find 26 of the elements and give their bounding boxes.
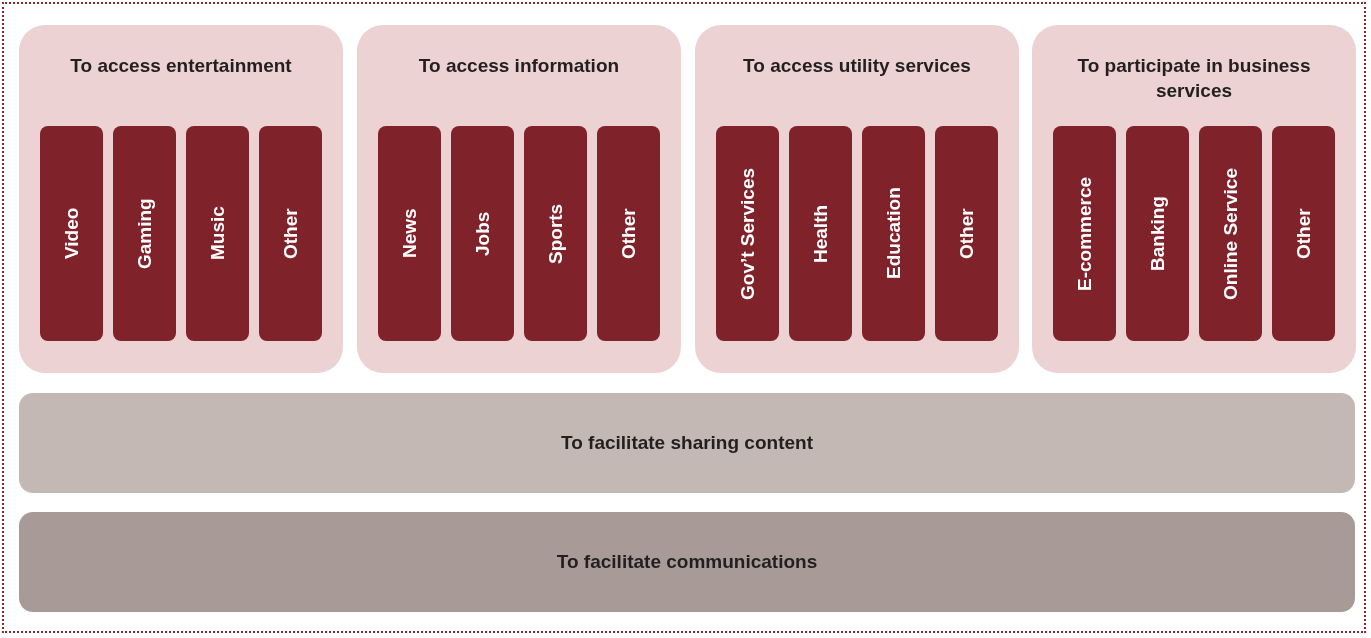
- group-heading: To participate in business services: [1076, 54, 1312, 103]
- category-bar: Other: [1272, 126, 1335, 341]
- category-bar: Health: [789, 126, 852, 341]
- category-bar: Sports: [524, 126, 587, 341]
- group-panel: [19, 25, 343, 373]
- group-panel: [695, 25, 1019, 373]
- category-bar: Gaming: [113, 126, 176, 341]
- group-heading: To access information: [417, 54, 621, 78]
- category-bar: Banking: [1126, 126, 1189, 341]
- group-panel: [1032, 25, 1356, 373]
- layer-band: To facilitate sharing content: [19, 393, 1355, 493]
- category-bar: Other: [597, 126, 660, 341]
- group-heading: To access utility services: [742, 54, 972, 78]
- category-bar: E-commerce: [1053, 126, 1116, 341]
- group-panel: [357, 25, 681, 373]
- category-bar: Gov’t Services: [716, 126, 779, 341]
- category-bar: News: [378, 126, 441, 341]
- category-bar: Video: [40, 126, 103, 341]
- category-bar: Jobs: [451, 126, 514, 341]
- group-heading: To access entertainment: [69, 54, 293, 78]
- category-bar: Music: [186, 126, 249, 341]
- category-bar: Other: [259, 126, 322, 341]
- layer-band: To facilitate communications: [19, 512, 1355, 612]
- category-bar: Other: [935, 126, 998, 341]
- category-bar: Online Service: [1199, 126, 1262, 341]
- category-bar: Education: [862, 126, 925, 341]
